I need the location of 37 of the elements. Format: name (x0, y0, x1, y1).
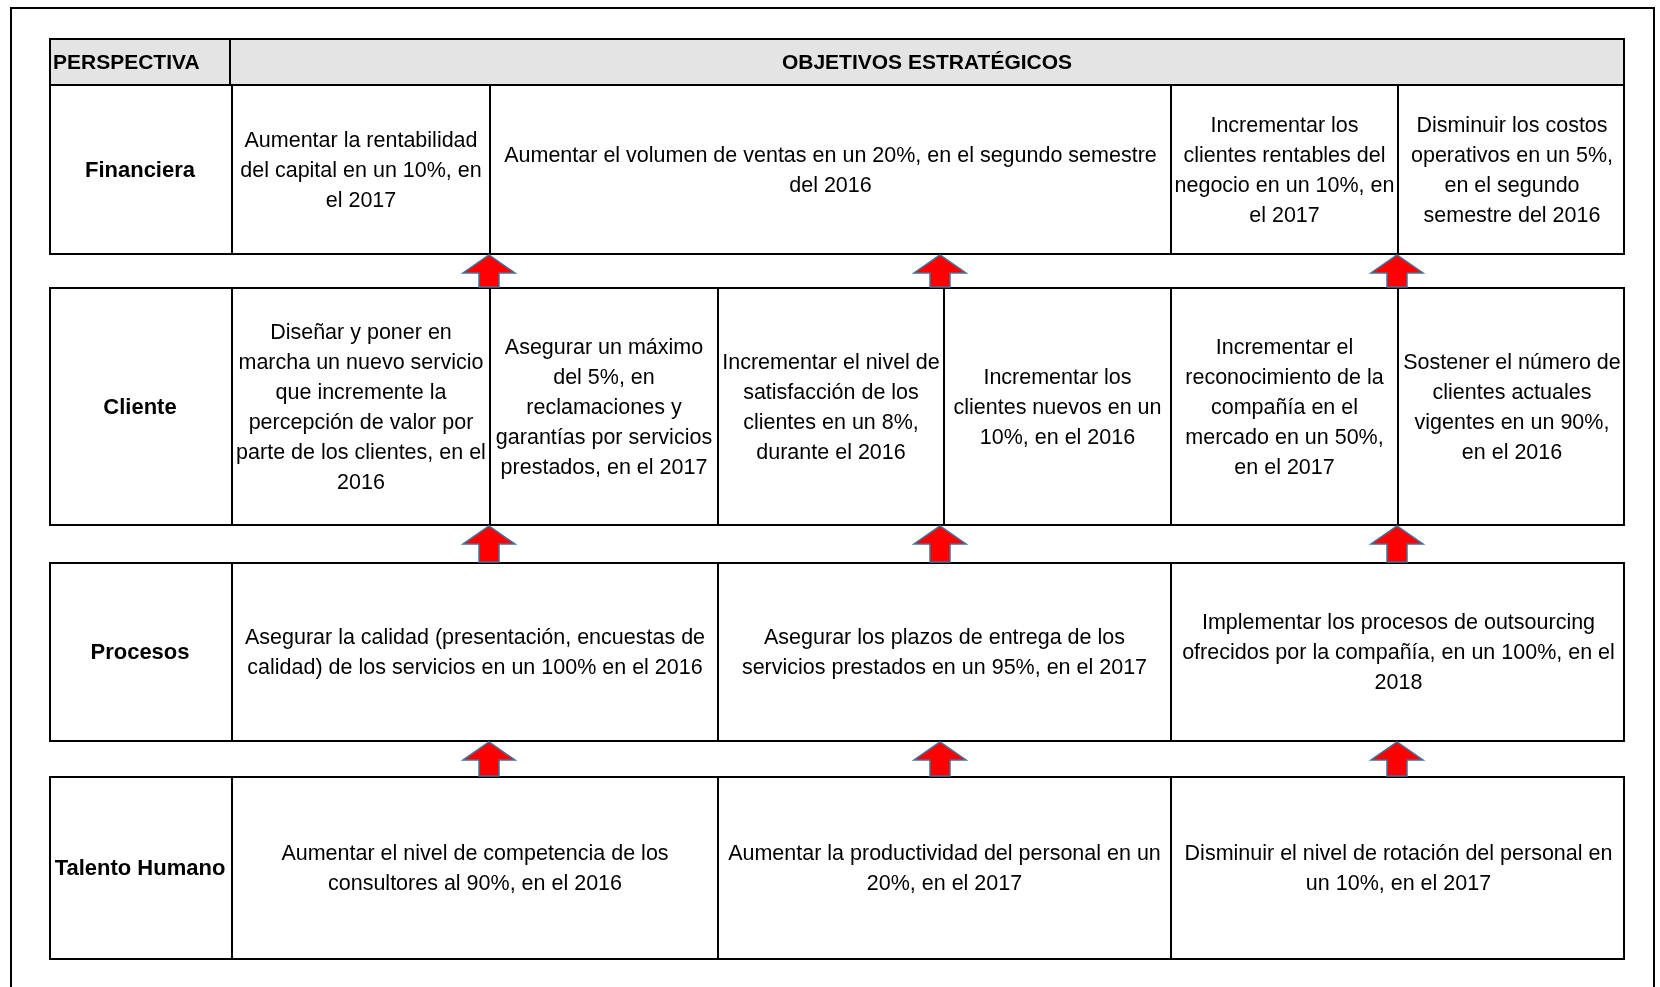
objective-text: Incrementar los clientes rentables del negocio en un 10%, en el 2017 (1174, 111, 1395, 229)
block-arrow (911, 741, 969, 777)
objective-text: Aumentar el nivel de competencia de los consultores al 90%, en el 2016 (280, 840, 670, 897)
header-cell (229, 38, 1625, 86)
block-arrow (911, 525, 969, 563)
perspective-name: Talento Humano (54, 854, 226, 882)
objective-text: Disminuir el nivel de rotación del personal en un 10%, en el 2017 (1183, 840, 1614, 897)
objective-text: Asegurar los plazos de entrega de los servicios prestados en un 95%, en el 2017 (740, 624, 1149, 681)
block-arrow (1368, 741, 1426, 777)
objective-text: Aumentar la rentabilidad del capital en un 10%, en el 2017 (239, 126, 483, 214)
objective-text: Disminuir los costos operativos en un 5%, en el segundo semestre del 2016 (1410, 111, 1614, 229)
perspective-name: Financiera (84, 155, 195, 184)
header-cell (49, 38, 231, 86)
header-text: OBJETIVOS ESTRATÉGICOS (781, 50, 1073, 74)
objective-text: Incrementar el nivel de satisfacción de los clientes en un 8%, durante el 2016 (721, 348, 941, 466)
header-text: PERSPECTIVA (53, 50, 200, 74)
block-arrow (1368, 254, 1426, 288)
perspective-row (49, 562, 1625, 742)
perspective-name: Cliente (103, 392, 177, 421)
block-arrow (1368, 525, 1426, 563)
perspective-row (49, 776, 1625, 960)
objective-text: Aumentar el volumen de ventas en un 20%, en el segundo semestre del 2016 (503, 141, 1158, 199)
block-arrow (911, 254, 969, 288)
perspective-row (49, 84, 1625, 255)
objective-text: Aumentar la productividad del personal en un 20%, en el 2017 (727, 840, 1162, 897)
objective-text: Implementar los procesos de outsourcing ofrecidos por la compañía, en un 100%, en el 2018 (1181, 609, 1616, 696)
objective-text: Incrementar el reconocimiento de la compañía en el mercado en un 50%, en el 2017 (1184, 333, 1385, 481)
objective-text: Asegurar la calidad (presentación, encuestas de calidad) de los servicios en un 100% en el 2016 (243, 624, 707, 681)
objective-text: Asegurar un máximo del 5%, en reclamaciones y garantías por servicios prestados, en el 2017 (494, 333, 714, 481)
objective-text: Diseñar y poner en marcha un nuevo servicio que incremente la percepción de valor por parte de los clientes, en el 2016 (235, 318, 487, 496)
perspective-row (49, 287, 1625, 526)
perspective-name: Procesos (90, 638, 190, 666)
block-arrow (460, 254, 518, 288)
objective-text: Sostener el número de clientes actuales vigentes en un 90%, en el 2016 (1402, 348, 1622, 466)
objective-text: Incrementar los clientes nuevos en un 10%, en el 2016 (952, 363, 1163, 451)
block-arrow (460, 741, 518, 777)
block-arrow (460, 525, 518, 563)
